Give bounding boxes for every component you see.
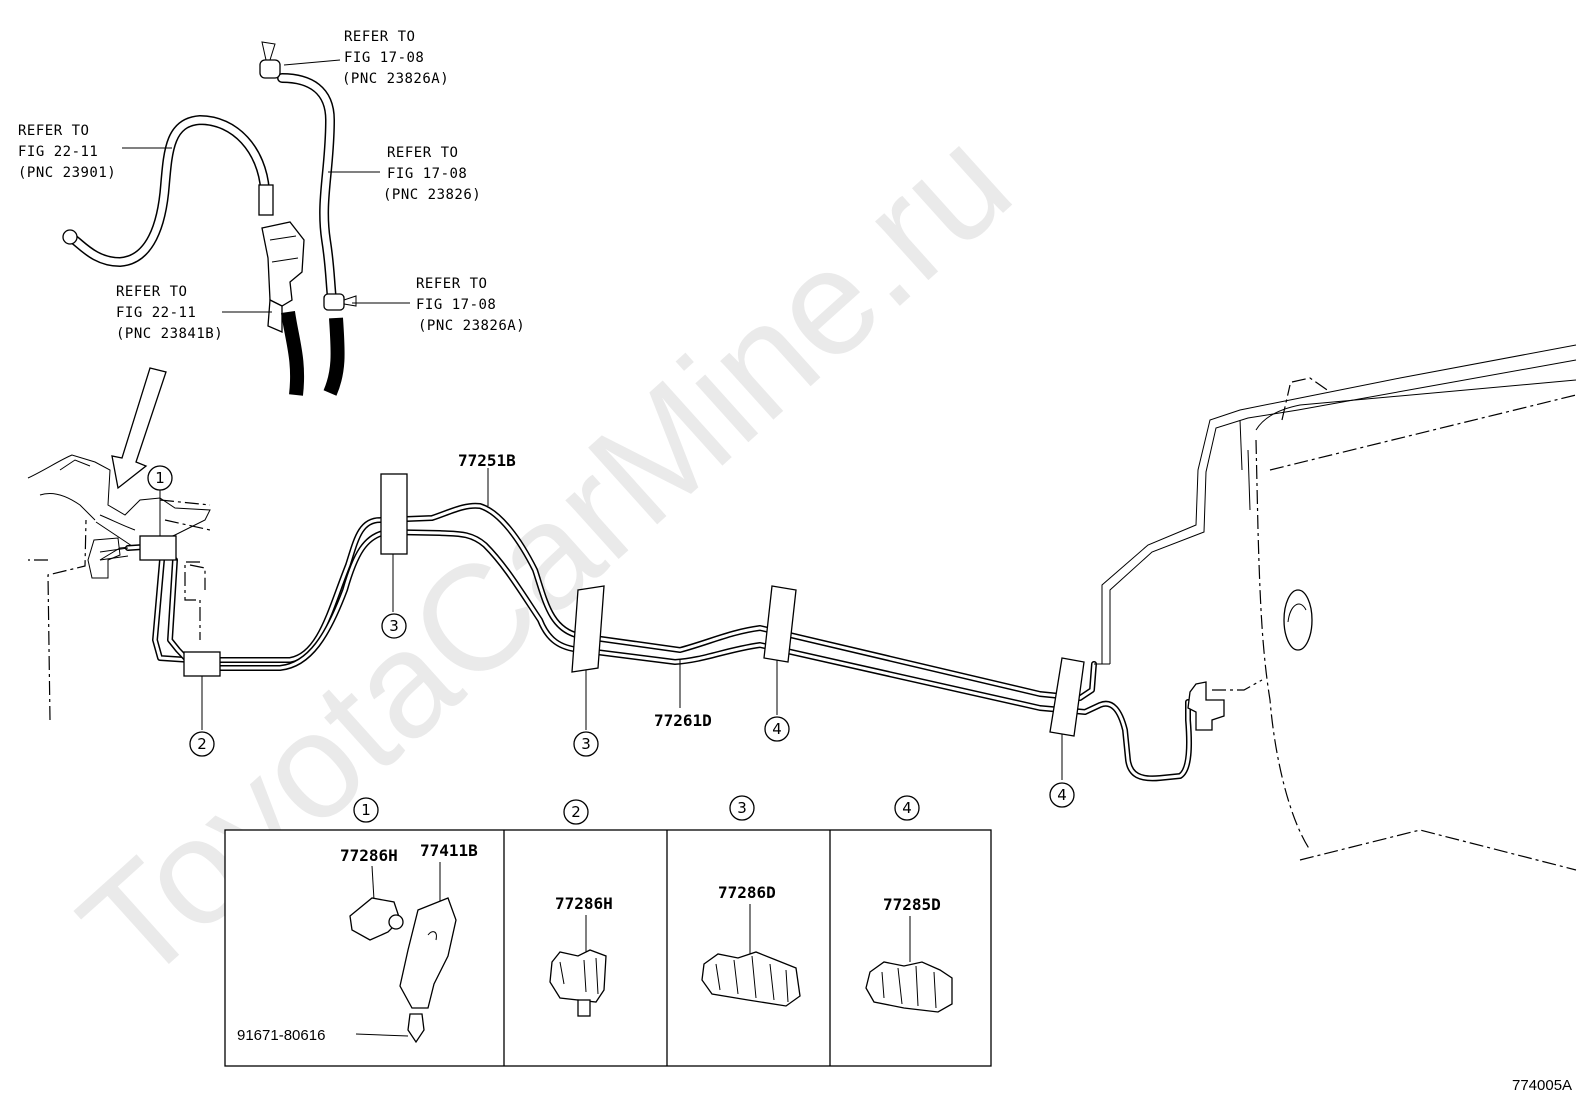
illustration-code: 774005A	[1512, 1077, 1572, 1094]
callout-number: 4	[772, 720, 782, 738]
reference-line: FIG 22-11	[116, 305, 196, 321]
callout-4b: 4	[1049, 782, 1075, 808]
reference-label-3: REFER TO FIG 17-08 (PNC 23826)	[383, 145, 481, 203]
fuel-tube-pair	[99, 502, 1192, 782]
reference-line: FIG 22-11	[18, 144, 98, 160]
body-outline	[1094, 344, 1577, 871]
reference-line: FIG 17-08	[344, 50, 424, 66]
clamp-4a	[763, 585, 797, 663]
reference-line: (PNC 23841B)	[116, 326, 223, 342]
detail-part-number: 77286D	[718, 883, 776, 902]
clamp-1	[139, 535, 177, 561]
upper-hose-assembly	[62, 41, 357, 396]
callout-number: 1	[155, 469, 165, 487]
reference-line: REFER TO	[116, 284, 187, 300]
tube-upper-part-number: 77251B	[458, 451, 516, 470]
detail-part-number: 77286H	[555, 894, 613, 913]
clamp-4b	[1049, 657, 1085, 737]
callout-number: 2	[197, 735, 207, 753]
callout-4a: 4	[764, 716, 790, 742]
clamp-3b	[571, 585, 605, 673]
detail-panel-3: 77286D	[701, 883, 801, 1007]
reference-leaders	[122, 59, 410, 313]
reference-line: (PNC 23826A)	[342, 71, 449, 87]
callout-number: 3	[581, 735, 591, 753]
detail-header-number: 4	[902, 799, 912, 817]
detail-panel-2: 77286H	[549, 894, 613, 1017]
detail-table	[224, 829, 992, 1067]
reference-label-1: REFER TO FIG 17-08 (PNC 23826A)	[342, 29, 449, 87]
reference-line: (PNC 23826)	[383, 187, 481, 203]
clamp-3a	[380, 473, 408, 555]
reference-line: REFER TO	[416, 276, 487, 292]
detail-header-1: 1	[353, 797, 379, 823]
detail-header-3: 3	[729, 795, 755, 821]
detail-part-number: 77286H	[340, 846, 398, 865]
reference-line: REFER TO	[344, 29, 415, 45]
detail-header-4: 4	[894, 795, 920, 821]
reference-label-5: REFER TO FIG 17-08 (PNC 23826A)	[416, 276, 525, 334]
reference-line: REFER TO	[387, 145, 458, 161]
reference-label-2: REFER TO FIG 22-11 (PNC 23901)	[18, 123, 116, 181]
tube-clamps	[139, 473, 1085, 737]
reference-line: REFER TO	[18, 123, 89, 139]
detail-header-number: 2	[571, 803, 581, 821]
callout-3a: 3	[381, 613, 407, 639]
detail-header-number: 3	[737, 799, 747, 817]
tube-lower-part-number: 77261D	[654, 711, 712, 730]
engine-outline	[27, 454, 211, 721]
callout-number: 4	[1057, 786, 1067, 804]
reference-line: FIG 17-08	[387, 166, 467, 182]
callout-leaders	[159, 468, 1063, 780]
reference-line: (PNC 23901)	[18, 165, 116, 181]
reference-line: FIG 17-08	[416, 297, 496, 313]
detail-panel-1: 77286H 77411B 91671-80616	[237, 841, 478, 1044]
detail-header-2: 2	[563, 799, 589, 825]
callout-3b: 3	[573, 731, 599, 757]
detail-header-number: 1	[361, 801, 371, 819]
callout-2: 2	[189, 731, 215, 757]
detail-bolt-part-number: 91671-80616	[237, 1027, 325, 1044]
callout-1: 1	[147, 465, 173, 491]
clamp-2	[183, 651, 221, 677]
direction-arrow	[111, 367, 167, 490]
reference-line: (PNC 23826A)	[418, 318, 525, 334]
detail-panel-4: 77285D	[865, 895, 953, 1013]
detail-part-number: 77411B	[420, 841, 478, 860]
callout-number: 3	[389, 617, 399, 635]
reference-label-4: REFER TO FIG 22-11 (PNC 23841B)	[116, 284, 223, 342]
detail-part-number: 77285D	[883, 895, 941, 914]
